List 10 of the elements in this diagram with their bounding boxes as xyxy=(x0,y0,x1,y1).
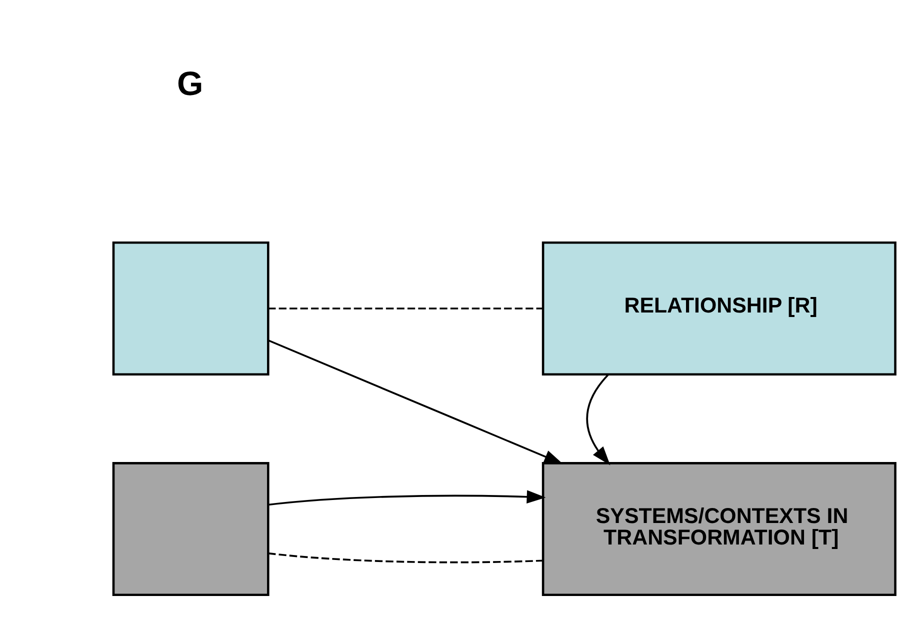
node-box: SYSTEMS/CONTEXTS IN TRANSFORMATION [T] xyxy=(542,462,896,596)
node-box xyxy=(112,462,270,596)
arrow xyxy=(268,340,564,464)
label: G xyxy=(177,66,204,104)
node-box: RELATIONSHIP [R] xyxy=(542,242,896,376)
connector xyxy=(268,552,544,564)
arrow xyxy=(586,374,610,466)
connector xyxy=(268,308,544,310)
arrow xyxy=(268,490,546,506)
node-box xyxy=(112,242,270,376)
